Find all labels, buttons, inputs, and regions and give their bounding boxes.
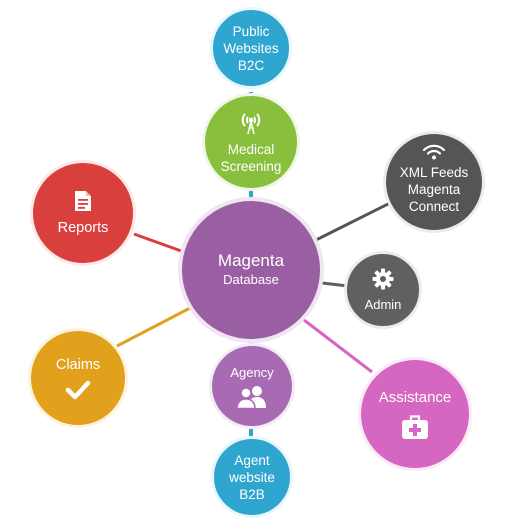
center-title: Magenta (217, 251, 285, 270)
public-websites-label: Public Websites B2C (223, 23, 279, 73)
connector-claims-center (116, 305, 193, 348)
antenna-icon (241, 113, 261, 135)
claims-node[interactable]: Claims (28, 328, 128, 428)
assistance-label: Assistance (378, 388, 452, 406)
reports-label: Reports (57, 219, 109, 236)
connector-reports-center (133, 232, 185, 254)
admin-node[interactable]: Admin (344, 251, 422, 329)
medical-kit-icon (402, 414, 428, 439)
agency-label: Agency (230, 364, 274, 380)
xml-feeds-node[interactable]: XML Feeds Magenta Connect (383, 131, 485, 233)
claims-label: Claims (55, 356, 101, 373)
assistance-node[interactable]: Assistance (358, 357, 472, 471)
admin-label: Admin (364, 296, 402, 312)
connector-xml-center (315, 200, 393, 242)
checkmark-icon (65, 380, 91, 399)
users-icon (236, 385, 266, 409)
magenta-database-node[interactable]: Magenta Database (178, 197, 324, 343)
document-icon (75, 190, 91, 211)
medical-screening-label: Medical Screening (220, 142, 282, 174)
public-websites-node[interactable]: Public Websites B2C (210, 7, 292, 89)
gear-icon (372, 268, 394, 289)
center-subtitle: Database (223, 272, 279, 287)
medical-screening-node[interactable]: Medical Screening (202, 93, 300, 191)
agent-website-node[interactable]: Agent website B2B (211, 436, 293, 518)
connector-admin-center (321, 281, 349, 288)
reports-node[interactable]: Reports (30, 160, 136, 266)
connector-assist-center (303, 318, 373, 374)
wifi-icon (422, 144, 446, 159)
xml-feeds-label: XML Feeds Magenta Connect (399, 164, 469, 214)
agency-node[interactable]: Agency (209, 343, 295, 429)
agent-website-label: Agent website B2B (229, 452, 275, 502)
